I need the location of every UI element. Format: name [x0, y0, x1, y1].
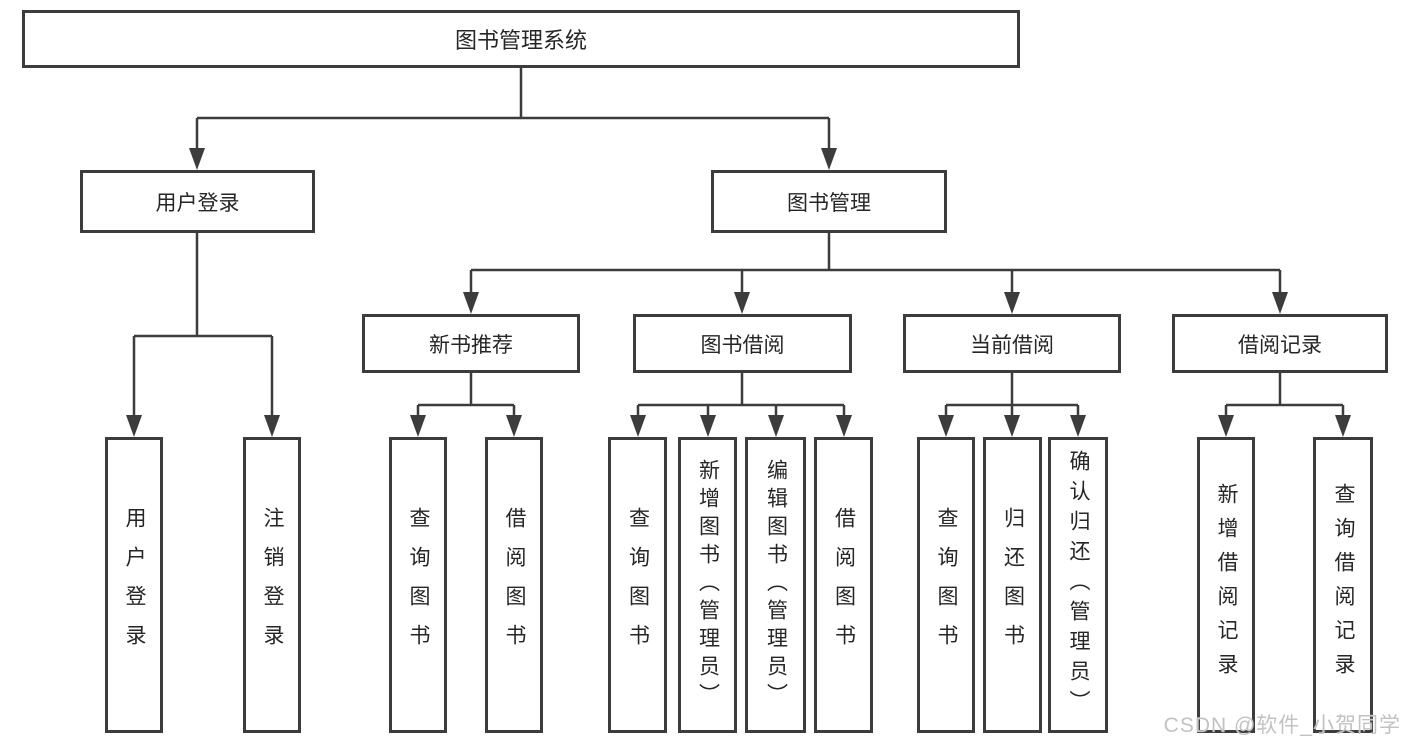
node-label: 归还图书	[1001, 507, 1025, 663]
node-leaf-br-add-record: 新增借阅记录	[1197, 437, 1255, 733]
node-leaf-nbr-borrow-books: 借阅图书	[485, 437, 543, 733]
node-new-book-recommend: 新书推荐	[362, 314, 580, 373]
node-leaf-bb-query-books: 查询图书	[608, 437, 667, 733]
node-label: 用户登录	[155, 191, 240, 215]
node-label: 新增借阅记录	[1215, 483, 1238, 687]
node-leaf-bb-add-books-admin: 新增图书（管理员）	[678, 437, 737, 733]
node-leaf-nbr-query-books: 查询图书	[389, 437, 447, 733]
node-label: 注销登录	[261, 507, 284, 663]
node-library-management-system: 图书管理系统	[22, 10, 1020, 68]
node-label: 新书推荐	[429, 333, 513, 357]
node-label: 查询借阅记录	[1332, 483, 1355, 687]
arrowheads	[126, 148, 1351, 437]
node-book-management-module: 图书管理	[711, 170, 947, 233]
node-label: 借阅图书	[832, 507, 856, 663]
node-label: 新增图书（管理员）	[696, 459, 720, 711]
node-leaf-cb-confirm-return-admin: 确认归还（管理员）	[1048, 437, 1108, 733]
node-leaf-user-login: 用户登录	[105, 437, 163, 733]
node-label: 图书管理	[787, 191, 871, 215]
node-label: 确认归还（管理员）	[1067, 450, 1090, 720]
node-user-login-module: 用户登录	[80, 170, 315, 233]
node-label: 编辑图书（管理员）	[764, 459, 788, 711]
node-label: 图书管理系统	[454, 28, 587, 53]
node-label: 借阅图书	[503, 507, 526, 663]
node-label: 当前借阅	[970, 333, 1054, 357]
node-current-borrowing: 当前借阅	[903, 314, 1121, 373]
node-label: 图书借阅	[700, 333, 785, 357]
node-label: 借阅记录	[1238, 333, 1322, 357]
node-leaf-bb-borrow-books: 借阅图书	[814, 437, 873, 733]
node-label: 查询图书	[626, 507, 650, 663]
node-label: 用户登录	[123, 507, 146, 663]
node-leaf-logout: 注销登录	[243, 437, 301, 733]
node-label: 查询图书	[407, 507, 430, 663]
node-book-borrowing: 图书借阅	[633, 314, 852, 373]
node-leaf-bb-edit-books-admin: 编辑图书（管理员）	[745, 437, 806, 733]
csdn-watermark: CSDN @软件_小贺同学	[1163, 714, 1401, 737]
node-leaf-br-query-record: 查询借阅记录	[1313, 437, 1373, 733]
node-borrowing-records: 借阅记录	[1172, 314, 1388, 373]
node-leaf-cb-return-books: 归还图书	[983, 437, 1042, 733]
tree-connector-path	[132, 68, 1345, 415]
node-leaf-cb-query-books: 查询图书	[917, 437, 975, 733]
node-label: 查询图书	[935, 507, 958, 663]
